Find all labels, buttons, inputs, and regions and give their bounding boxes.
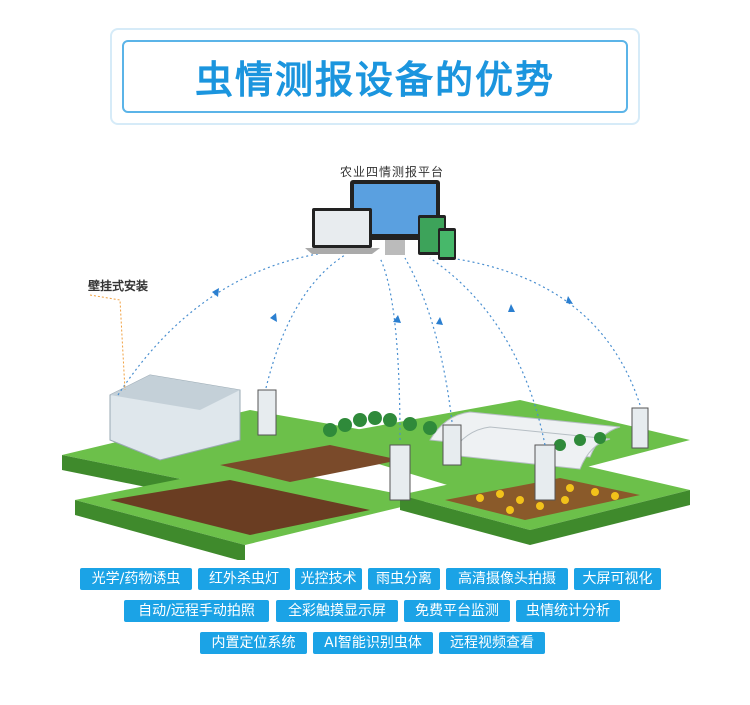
feature-tag: 免费平台监测 xyxy=(404,600,510,622)
pest-monitor-devices xyxy=(257,389,649,501)
feature-tag: 红外杀虫灯 xyxy=(198,568,290,590)
arrow-icon xyxy=(566,296,573,304)
feature-tag: 大屏可视化 xyxy=(574,568,661,590)
greenhouse-roof xyxy=(110,375,240,410)
tunnel-greenhouses xyxy=(429,411,621,470)
feature-tag: 远程视频查看 xyxy=(439,632,545,654)
feature-tag: 高清摄像头拍摄 xyxy=(446,568,568,590)
arrow-icon xyxy=(393,315,401,323)
arrow-icon xyxy=(270,313,277,322)
arrow-icons xyxy=(212,288,573,325)
crop-field xyxy=(220,445,400,482)
feature-tag: 虫情统计分析 xyxy=(516,600,620,622)
pest-monitor-device xyxy=(389,444,411,501)
ground-right-side xyxy=(400,490,690,545)
title-frame xyxy=(110,28,640,125)
feature-tag: 自动/远程手动拍照 xyxy=(124,600,269,622)
feature-tag: 光控技术 xyxy=(295,568,362,590)
crop-field xyxy=(110,480,370,535)
platform-label: 农业四情测报平台 xyxy=(340,165,445,179)
data-links xyxy=(117,251,641,446)
pest-monitor-device xyxy=(257,389,277,436)
pest-monitor-device xyxy=(631,407,649,449)
feature-tag: 雨虫分离 xyxy=(368,568,440,590)
arrow-icon xyxy=(212,288,219,297)
arrow-icon xyxy=(436,317,443,325)
pest-monitor-device xyxy=(534,444,556,501)
feature-tag: AI智能识别虫体 xyxy=(313,632,433,654)
platform-devices-icon xyxy=(305,180,456,260)
scene-illustration xyxy=(62,180,690,560)
wall-mount-label: 壁挂式安装 xyxy=(88,279,149,293)
title-box: 虫情测报设备的优势 xyxy=(122,40,628,113)
pest-monitor-device xyxy=(442,424,462,466)
feature-tag: 光学/药物诱虫 xyxy=(80,568,192,590)
wall-mount-pointer xyxy=(89,294,126,391)
feature-tag: 全彩触摸显示屏 xyxy=(276,600,398,622)
trees xyxy=(323,411,606,451)
page-title: 虫情测报设备的优势 xyxy=(194,58,555,102)
feature-tag: 内置定位系统 xyxy=(200,632,307,654)
arrow-icon xyxy=(508,304,515,312)
ground-front-side xyxy=(75,500,245,560)
